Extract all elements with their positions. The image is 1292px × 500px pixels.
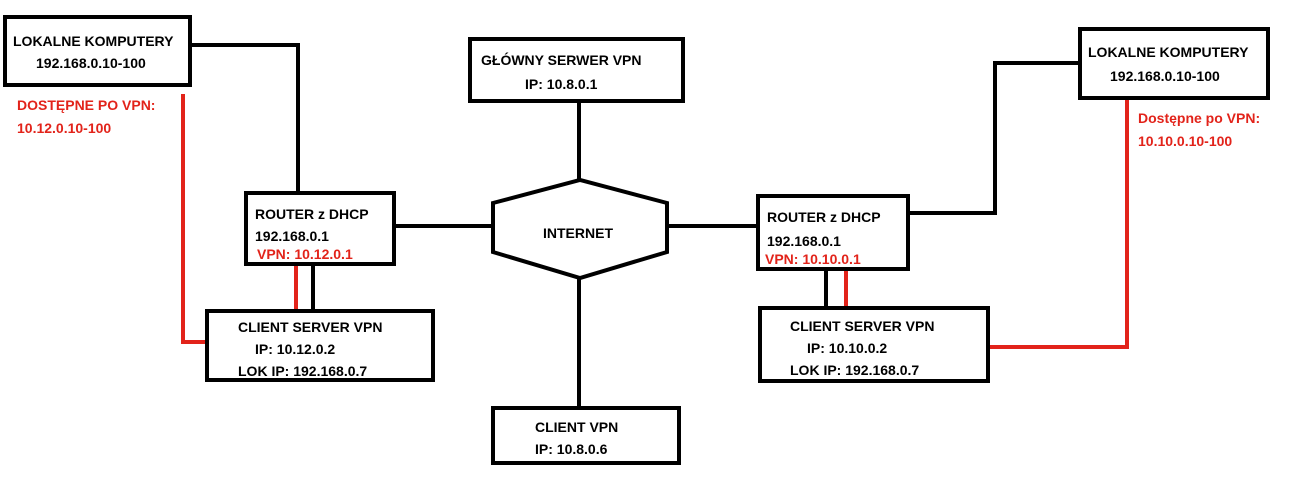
internet-hexagon	[491, 177, 669, 281]
main-vpn-server-title: GŁÓWNY SERWER VPN	[481, 52, 642, 68]
client-vpn-box: CLIENT VPN IP: 10.8.0.6	[491, 406, 681, 465]
left-router-box: ROUTER z DHCP 192.168.0.1 VPN: 10.12.0.1	[244, 191, 396, 266]
vpn-route-left	[181, 94, 209, 344]
main-vpn-server-box: GŁÓWNY SERWER VPN IP: 10.8.0.1	[468, 37, 685, 103]
left-local-computers-title: LOKALNE KOMPUTERY	[13, 33, 174, 49]
right-router-box: ROUTER z DHCP 192.168.0.1 VPN: 10.10.0.1	[756, 194, 910, 271]
right-vpn-access-range: 10.10.0.10-100	[1138, 133, 1233, 149]
left-router-ip: 192.168.0.1	[255, 228, 329, 244]
left-vpn-access-range: 10.12.0.10-100	[17, 120, 112, 136]
right-client-server-box: CLIENT SERVER VPN IP: 10.10.0.2 LOK IP: …	[758, 306, 990, 383]
right-router-vpn: VPN: 10.10.0.1	[765, 251, 861, 267]
right-vpn-access-label: Dostępne po VPN:	[1138, 110, 1261, 126]
left-router-title: ROUTER z DHCP	[255, 206, 369, 222]
client-vpn-ip: IP: 10.8.0.6	[535, 441, 608, 457]
right-local-computers-range: 192.168.0.10-100	[1110, 68, 1220, 84]
left-local-computers-box: LOKALNE KOMPUTERY 192.168.0.10-100	[3, 15, 192, 87]
left-vpn-access-label: DOSTĘPNE PO VPN:	[17, 97, 156, 113]
left-client-server-ip: IP: 10.12.0.2	[255, 341, 336, 357]
right-router-title: ROUTER z DHCP	[767, 209, 881, 225]
left-router-vpn: VPN: 10.12.0.1	[257, 246, 353, 262]
link-left-local-to-router	[188, 43, 300, 195]
right-client-server-ip: IP: 10.10.0.2	[807, 340, 888, 356]
left-local-computers-range: 192.168.0.10-100	[36, 55, 146, 71]
internet-label: INTERNET	[543, 225, 613, 241]
left-client-server-box: CLIENT SERVER VPN IP: 10.12.0.2 LOK IP: …	[205, 309, 435, 382]
left-client-server-lok-ip: LOK IP: 192.168.0.7	[238, 363, 368, 379]
left-client-server-title: CLIENT SERVER VPN	[238, 319, 383, 335]
main-vpn-server-ip: IP: 10.8.0.1	[525, 76, 598, 92]
right-router-ip: 192.168.0.1	[767, 233, 841, 249]
right-client-server-title: CLIENT SERVER VPN	[790, 318, 935, 334]
right-local-computers-box: LOKALNE KOMPUTERY 192.168.0.10-100	[1078, 27, 1270, 100]
vpn-route-right	[986, 98, 1129, 349]
link-right-router-to-local	[906, 61, 1082, 215]
right-client-server-lok-ip: LOK IP: 192.168.0.7	[790, 362, 920, 378]
right-local-computers-title: LOKALNE KOMPUTERY	[1088, 44, 1249, 60]
client-vpn-title: CLIENT VPN	[535, 419, 619, 435]
